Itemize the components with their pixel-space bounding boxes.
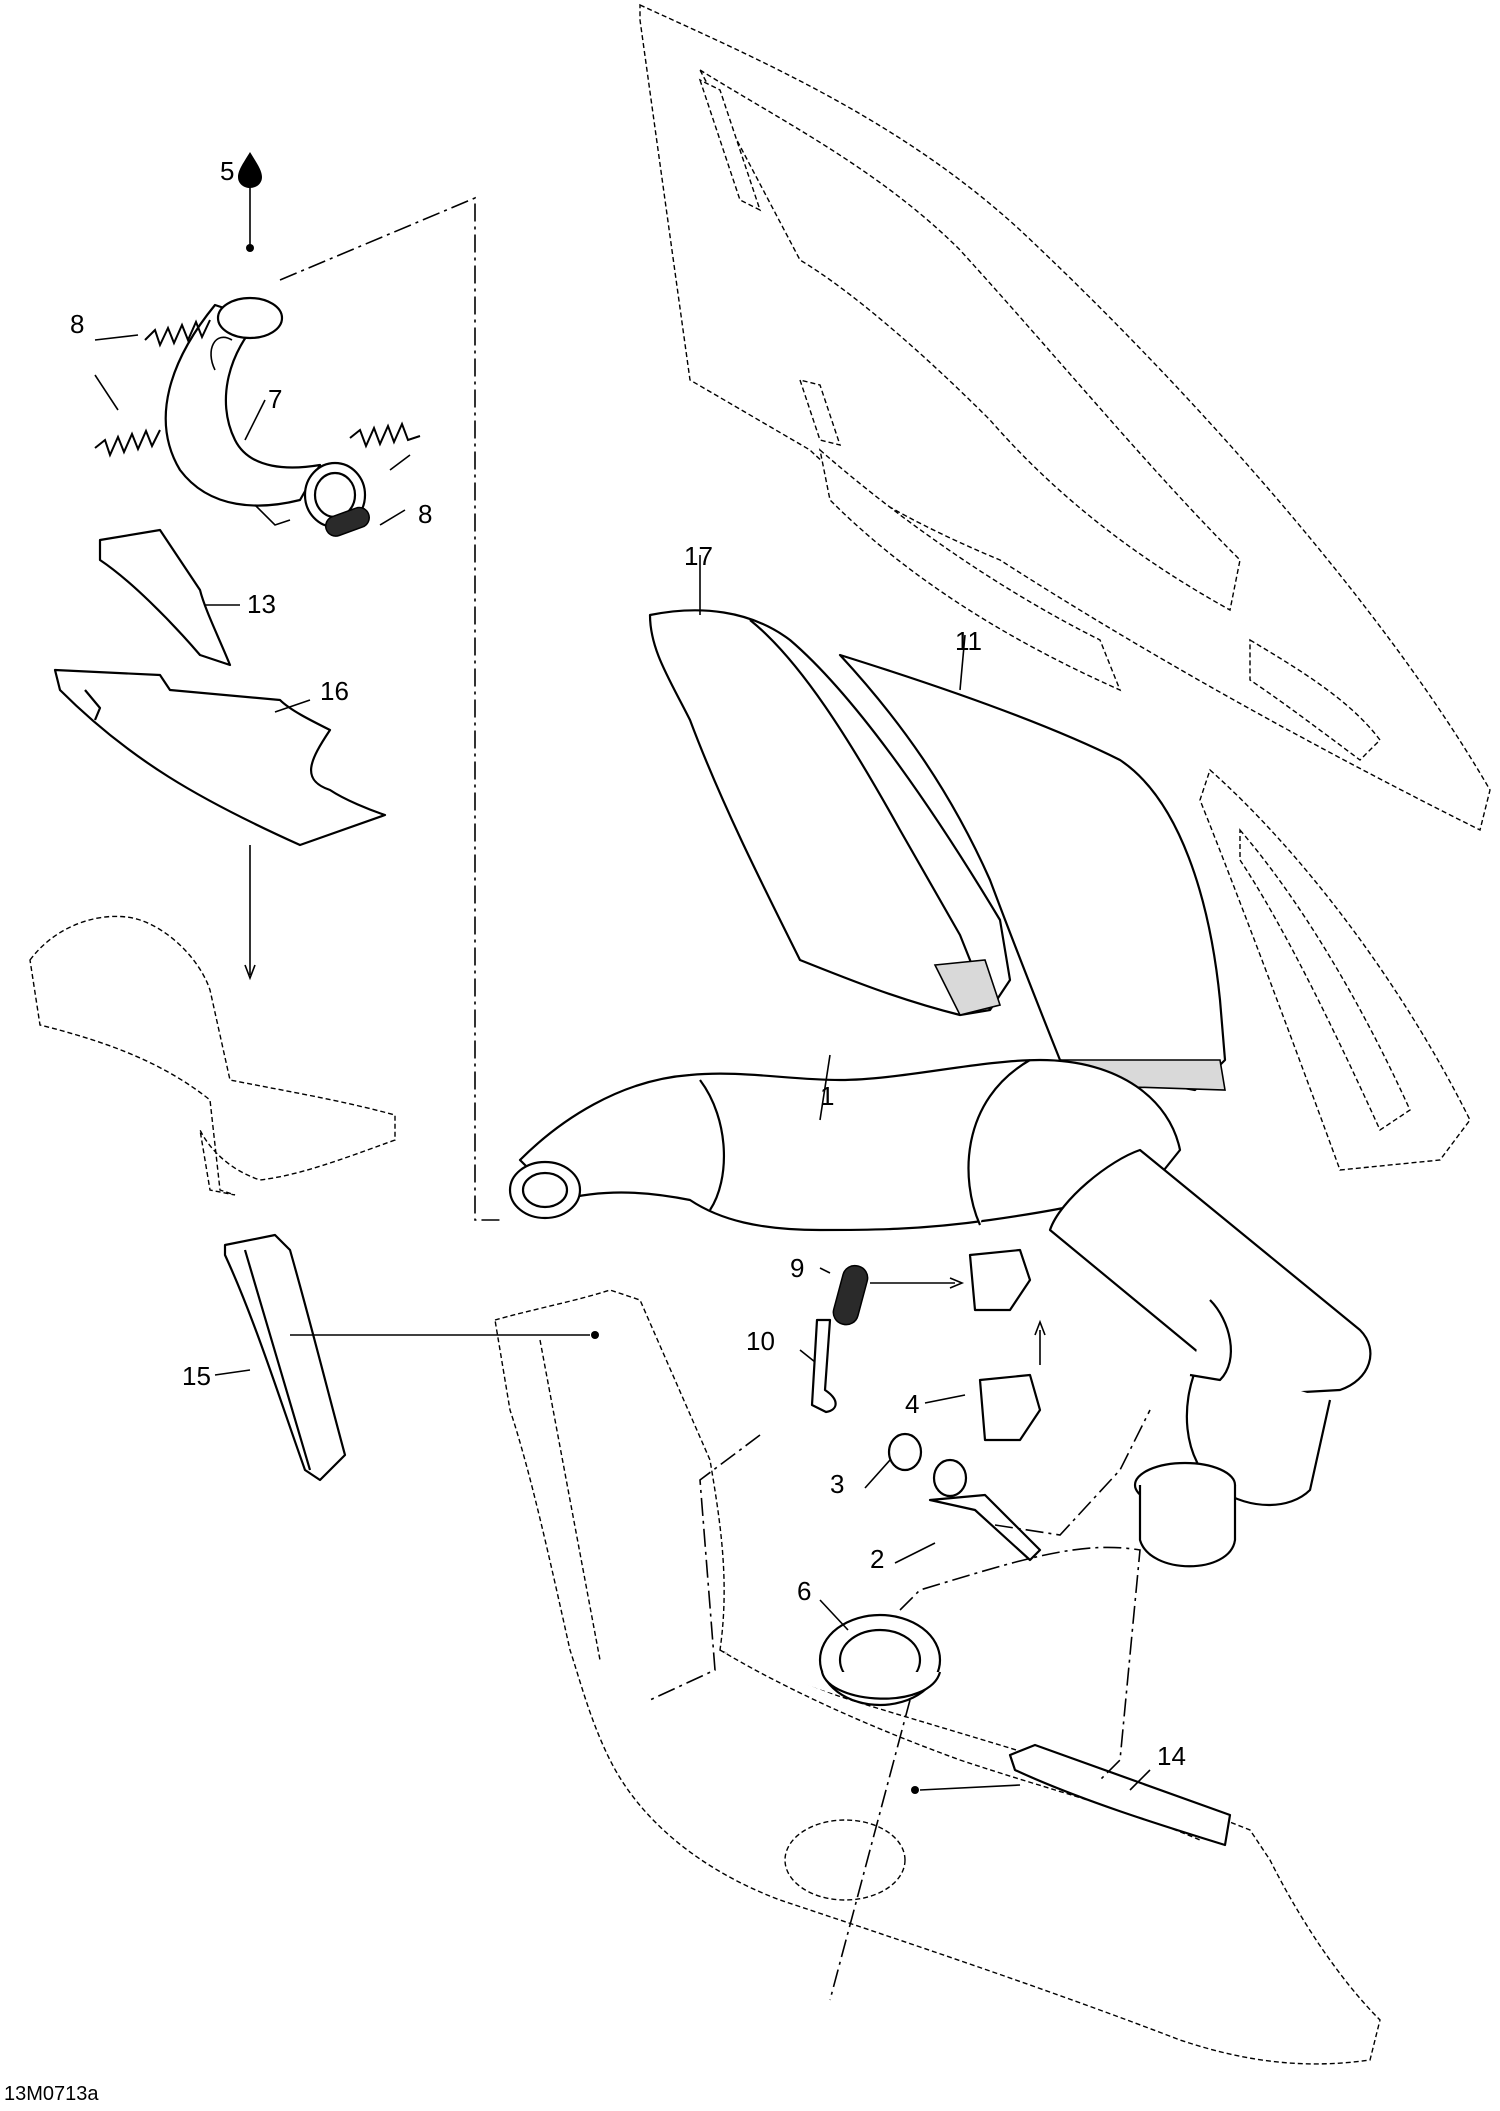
callout-15: 15 <box>182 1361 211 1391</box>
callout-labels: 1 2 3 4 5 6 7 8 8 9 10 11 13 14 15 16 17 <box>70 156 1186 1771</box>
callout-16: 16 <box>320 676 349 706</box>
part-17-panel <box>648 609 1012 1017</box>
hull-panel <box>639 3 1491 1171</box>
callout-5: 5 <box>220 156 234 186</box>
callout-8-lower: 8 <box>418 499 432 529</box>
oil-drop-icon <box>238 152 262 188</box>
lower-left-bracket <box>29 915 396 1196</box>
callout-leaders <box>94 180 1151 1791</box>
callout-13: 13 <box>247 589 276 619</box>
callout-8-upper: 8 <box>70 309 84 339</box>
callout-4: 4 <box>905 1389 919 1419</box>
part-15-rail <box>223 1233 347 1482</box>
callout-10: 10 <box>746 1326 775 1356</box>
part-8-springs <box>94 319 421 537</box>
part-13-shield <box>98 528 232 667</box>
part-16-sheet <box>53 668 387 847</box>
callout-9: 9 <box>790 1253 804 1283</box>
callout-11: 11 <box>955 626 982 656</box>
callout-2: 2 <box>870 1544 884 1574</box>
callout-1: 1 <box>820 1081 834 1111</box>
part-1-muffler <box>508 1058 1372 1568</box>
part-7-hose <box>164 296 367 529</box>
small-hardware <box>810 1248 1042 1562</box>
callout-17: 17 <box>684 541 713 571</box>
callout-3: 3 <box>830 1469 844 1499</box>
callout-14: 14 <box>1157 1741 1186 1771</box>
drawing-code: 13M0713a <box>4 2083 99 2105</box>
callout-7: 7 <box>268 384 282 414</box>
part-14-strip <box>1008 1743 1232 1847</box>
callout-6: 6 <box>797 1576 811 1606</box>
part-6-grommet <box>818 1613 942 1707</box>
assembly-lines <box>244 196 1151 2001</box>
